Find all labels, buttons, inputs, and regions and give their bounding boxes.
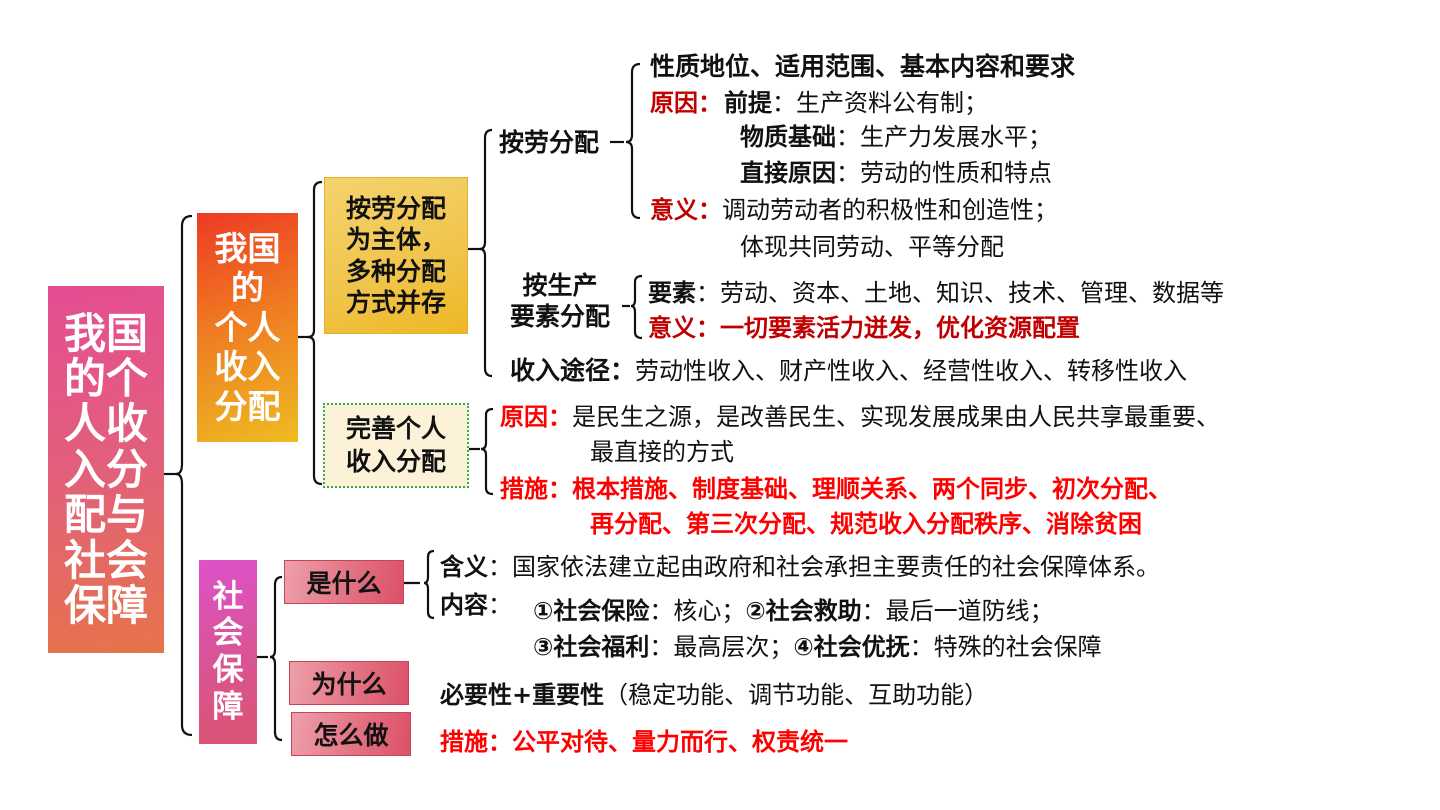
security-content-row1: ①社会保险：核心；②社会救助：最后一道防线； (533, 596, 1054, 626)
social-assistance-val: ：最后一道防线； (861, 597, 1054, 625)
social-special-care-val: ：特殊的社会保障 (909, 633, 1102, 661)
tag-why: 为什么 (289, 661, 409, 705)
social-insurance: ①社会保险 (533, 597, 650, 625)
meaning-val: 一切要素活力迸发，优化资源配置 (720, 314, 1080, 342)
measures-label: 措施： (500, 475, 572, 503)
channels-val: 劳动性收入、财产性收入、经营性收入、转移性收入 (635, 357, 1188, 385)
root-line: 社会 (63, 535, 148, 585)
how-val: 公平对待、量力而行、权责统一 (512, 728, 848, 756)
improve-reason-row: 原因：是民生之源，是改善民生、实现发展成果由人民共享最重要、 (500, 402, 1220, 432)
elements-label: 要素 (648, 279, 696, 307)
reason-line1: 是民生之源，是改善民生、实现发展成果由人民共享最重要、 (572, 403, 1220, 431)
security-content-label: 内容： (440, 590, 512, 620)
social-welfare: ③社会福利 (533, 633, 650, 661)
improve-distribution-box: 完善个人 收入分配 (323, 403, 469, 488)
security-how-row: 措施：公平对待、量力而行、权责统一 (440, 727, 848, 757)
social-insurance-val: ：核心； (649, 597, 746, 625)
material-val: ：生产力发展水平； (836, 123, 1052, 151)
meaning-val: ：国家依法建立起由政府和社会承担主要责任的社会保障体系。 (488, 553, 1160, 581)
root-line: 保障 (63, 580, 148, 630)
security-why-row: 必要性+重要性（稳定功能、调节功能、互助功能） (440, 680, 988, 710)
income-line: 我国 (214, 228, 281, 268)
direct-key: 直接原因 (740, 159, 836, 187)
premise-val: ：生产资料公有制； (772, 89, 988, 117)
meaning-label: 含义 (440, 553, 488, 581)
security-line: 社 (212, 578, 244, 615)
factors-meaning-row: 意义：一切要素活力迸发，优化资源配置 (648, 313, 1080, 343)
social-assistance: ②社会救助 (745, 597, 862, 625)
security-content-row2: ③社会福利：最高层次；④社会优抚：特殊的社会保障 (533, 632, 1102, 662)
improve-line: 完善个人 (345, 414, 446, 443)
material-key: 物质基础 (740, 123, 836, 151)
by-labor-node: 按劳分配 (499, 128, 600, 157)
security-line: 保 (212, 652, 244, 688)
social-security-box: 社 会 保 障 (199, 560, 257, 744)
security-line: 障 (212, 688, 244, 725)
elements-val: ：劳动、资本、土地、知识、技术、管理、数据等 (696, 279, 1224, 307)
income-line: 个人 (214, 307, 281, 347)
principal-line: 多种分配 (345, 256, 446, 286)
why-val: （稳定功能、调节功能、互助功能） (604, 681, 989, 709)
security-meaning-row: 含义：国家依法建立起由政府和社会承担主要责任的社会保障体系。 (440, 552, 1160, 582)
principal-system-box: 按劳分配 为主体， 多种分配 方式并存 (324, 177, 468, 334)
premise-key: 前提 (724, 89, 772, 117)
improve-line: 收入分配 (345, 446, 446, 476)
root-line: 我国 (63, 308, 148, 358)
improve-measures-row: 措施：根本措施、制度基础、理顺关系、两个同步、初次分配、 (500, 474, 1172, 504)
income-line: 的 (231, 268, 264, 308)
channels-label: 收入途径： (510, 356, 636, 385)
social-special-care: ④社会优抚 (793, 633, 910, 661)
root-line: 配与 (63, 490, 148, 540)
by-labor-material-row: 物质基础：生产力发展水平； (740, 122, 1052, 152)
by-factors-line: 按生产 (522, 271, 598, 300)
by-labor-meaning-line2: 体现共同劳动、平等分配 (740, 233, 1004, 261)
meaning-line1: 调动劳动者的积极性和创造性； (722, 196, 1058, 224)
reason-label: 原因： (500, 403, 572, 431)
measures-line1: 根本措施、制度基础、理顺关系、两个同步、初次分配、 (572, 475, 1172, 503)
improve-measures-line2: 再分配、第三次分配、规范收入分配秩序、消除贫困 (590, 510, 1142, 538)
why-key: 必要性+重要性 (440, 681, 605, 709)
by-labor-direct-row: 直接原因：劳动的性质和特点 (740, 158, 1052, 188)
security-line: 会 (212, 615, 244, 652)
social-welfare-val: ：最高层次； (649, 633, 794, 661)
content-label: 内容 (440, 591, 488, 619)
direct-val: ：劳动的性质和特点 (836, 159, 1052, 187)
how-label: 措施： (440, 728, 512, 756)
root-line: 的个 (63, 354, 148, 404)
meaning-label: 意义： (650, 196, 722, 224)
by-labor-item1: 性质地位、适用范围、基本内容和要求 (650, 52, 1076, 81)
by-factors-line: 要素分配 (509, 302, 610, 331)
tag-how: 怎么做 (291, 712, 411, 756)
income-channels-row: 收入途径：劳动性收入、财产性收入、经营性收入、转移性收入 (510, 356, 1187, 386)
by-labor-reason-row: 原因：前提：生产资料公有制； (650, 88, 988, 118)
income-line: 分配 (214, 386, 281, 426)
by-labor-meaning-row: 意义：调动劳动者的积极性和创造性； (650, 195, 1058, 225)
improve-reason-line2: 最直接的方式 (590, 438, 734, 466)
meaning-label: 意义： (648, 314, 720, 342)
income-distribution-box: 我国 的 个人 收入 分配 (197, 213, 298, 442)
reason-label: 原因： (650, 89, 722, 117)
principal-line: 按劳分配 (345, 194, 446, 223)
principal-line: 为主体， (345, 225, 446, 255)
income-line: 收入 (214, 347, 281, 387)
root-topic-box: 我国 的个 人收 入分 配与 社会 保障 (48, 286, 164, 653)
content-colon: ： (488, 591, 512, 619)
root-line: 人收 (63, 399, 148, 449)
principal-line: 方式并存 (345, 287, 446, 317)
factors-elements-row: 要素：劳动、资本、土地、知识、技术、管理、数据等 (648, 278, 1224, 308)
tag-what: 是什么 (284, 560, 404, 604)
root-line: 入分 (63, 444, 148, 494)
by-factors-node: 按生产 要素分配 (500, 270, 620, 332)
